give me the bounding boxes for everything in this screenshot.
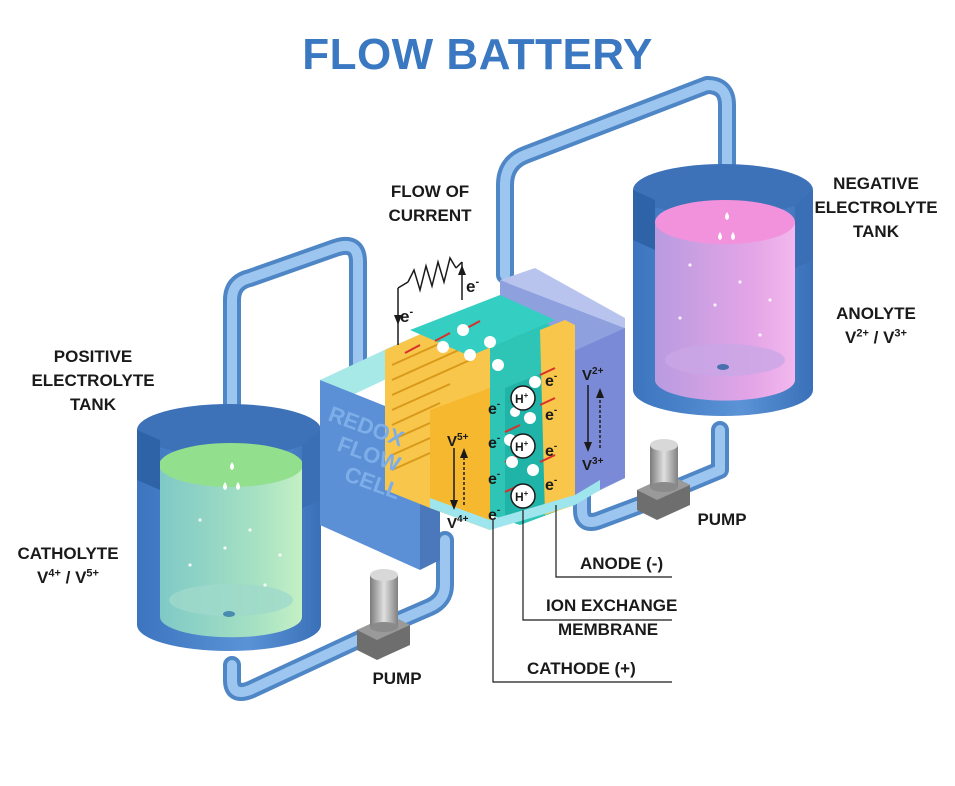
electron-label-4: e- [488,433,500,452]
proton-label-2: H+ [515,439,529,454]
anolyte-bubbles [678,263,772,337]
ion-exchange-line-2: MEMBRANE [558,620,659,639]
anolyte-ions: V2+ / V3+ [845,327,907,347]
positive-tank-line-2: ELECTROLYTE [31,371,155,390]
anolyte-ion-arrows [584,385,604,452]
anode-label: ANODE (-) [580,554,664,573]
negative-electrolyte-tank [633,164,813,416]
negative-tank-line-2: ELECTROLYTE [814,198,938,217]
ion-exchange-membrane-label: ION EXCHANGE MEMBRANE [546,594,677,642]
flow-of-current-line-1: FLOW OF [390,182,470,201]
anolyte-label: ANOLYTE V2+ / V3+ [820,302,932,350]
v4-label: V4+ [447,514,469,532]
catholyte-label: CATHOLYTE V4+ / V5+ [12,542,124,590]
positive-tank-label: POSITIVE ELECTROLYTE TANK [18,345,168,417]
leader-lines [492,505,672,683]
anode-plate [540,320,575,515]
page-title: FLOW BATTERY [302,30,653,79]
electron-label-7: e- [545,371,557,390]
pipes [223,76,736,701]
drip-drops-left [223,462,240,490]
catholyte-ions: V4+ / V5+ [37,567,99,587]
electron-label-3: e- [488,399,500,418]
ion-exchange-line-1: ION EXCHANGE [546,596,678,615]
electron-label-10: e- [545,475,557,494]
electron-label-8: e- [545,405,557,424]
redox-flow-cell: REDOX FLOW CELL [320,268,625,570]
anode-leader [555,505,672,578]
anolyte-name: ANOLYTE [836,304,916,323]
negative-tank-line-1: NEGATIVE [833,174,919,193]
flow-of-current-line-2: CURRENT [388,206,472,225]
flow-of-current-label: FLOW OF CURRENT [380,180,480,228]
proton-label-1: H+ [515,391,529,406]
electron-label-9: e- [545,441,557,460]
electron-label-6: e- [488,505,500,524]
electron-label-5: e- [488,469,500,488]
electron-label-2: e- [466,276,479,296]
v2-label: V2+ [582,366,604,384]
catholyte-ion-arrows [450,448,468,510]
membrane-leader [522,510,672,621]
proton-markers [510,385,536,509]
pump-left [357,569,410,660]
positive-tank-line-3: TANK [70,395,116,414]
proton-label-3: H+ [515,489,529,504]
catholyte-bubbles [188,518,282,587]
cathode-label: CATHODE (+) [527,659,636,678]
v5-label: V5+ [447,432,469,450]
pump-left-label: PUMP [372,669,422,688]
cell-species-text: e- e- e- e- e- e- e- e- e- e- H+ H+ H+ V… [400,276,604,532]
pump-right-label: PUMP [697,510,747,529]
positive-electrolyte-tank [137,404,321,651]
positive-tank-line-1: POSITIVE [53,347,133,366]
negative-tank-label: NEGATIVE ELECTROLYTE TANK [806,172,946,244]
electron-label-1: e- [400,306,413,326]
negative-tank-line-3: TANK [853,222,899,241]
external-circuit [394,256,466,345]
catholyte-name: CATHOLYTE [17,544,119,563]
cathode-grooves [391,329,471,471]
resistor [407,256,457,293]
cathode-leader [492,520,672,683]
drip-drops-right [718,212,735,240]
pump-right [637,439,690,520]
v3-label: V3+ [582,456,604,474]
